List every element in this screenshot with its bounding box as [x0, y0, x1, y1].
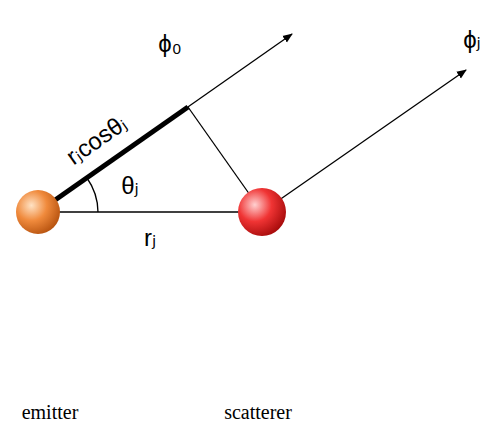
scatterer-label: scatterer [224, 401, 292, 423]
scatterer-atom [238, 188, 286, 236]
phi0-arrow [38, 34, 292, 212]
projection-segment [38, 107, 188, 212]
phij-arrow [262, 70, 466, 212]
distance-line [38, 211, 262, 212]
distance-label: rⱼ [144, 225, 156, 251]
phij-label: ϕⱼ [463, 27, 481, 53]
emitter-atom [16, 190, 60, 234]
phi0-label: ϕ₀ [158, 31, 181, 57]
projection-label: rⱼcosθⱼ [62, 110, 132, 170]
angle-arc [87, 178, 98, 212]
geometry-lines [38, 34, 466, 212]
emitter-label: emitter [22, 401, 79, 423]
angle-label: θⱼ [121, 173, 139, 199]
